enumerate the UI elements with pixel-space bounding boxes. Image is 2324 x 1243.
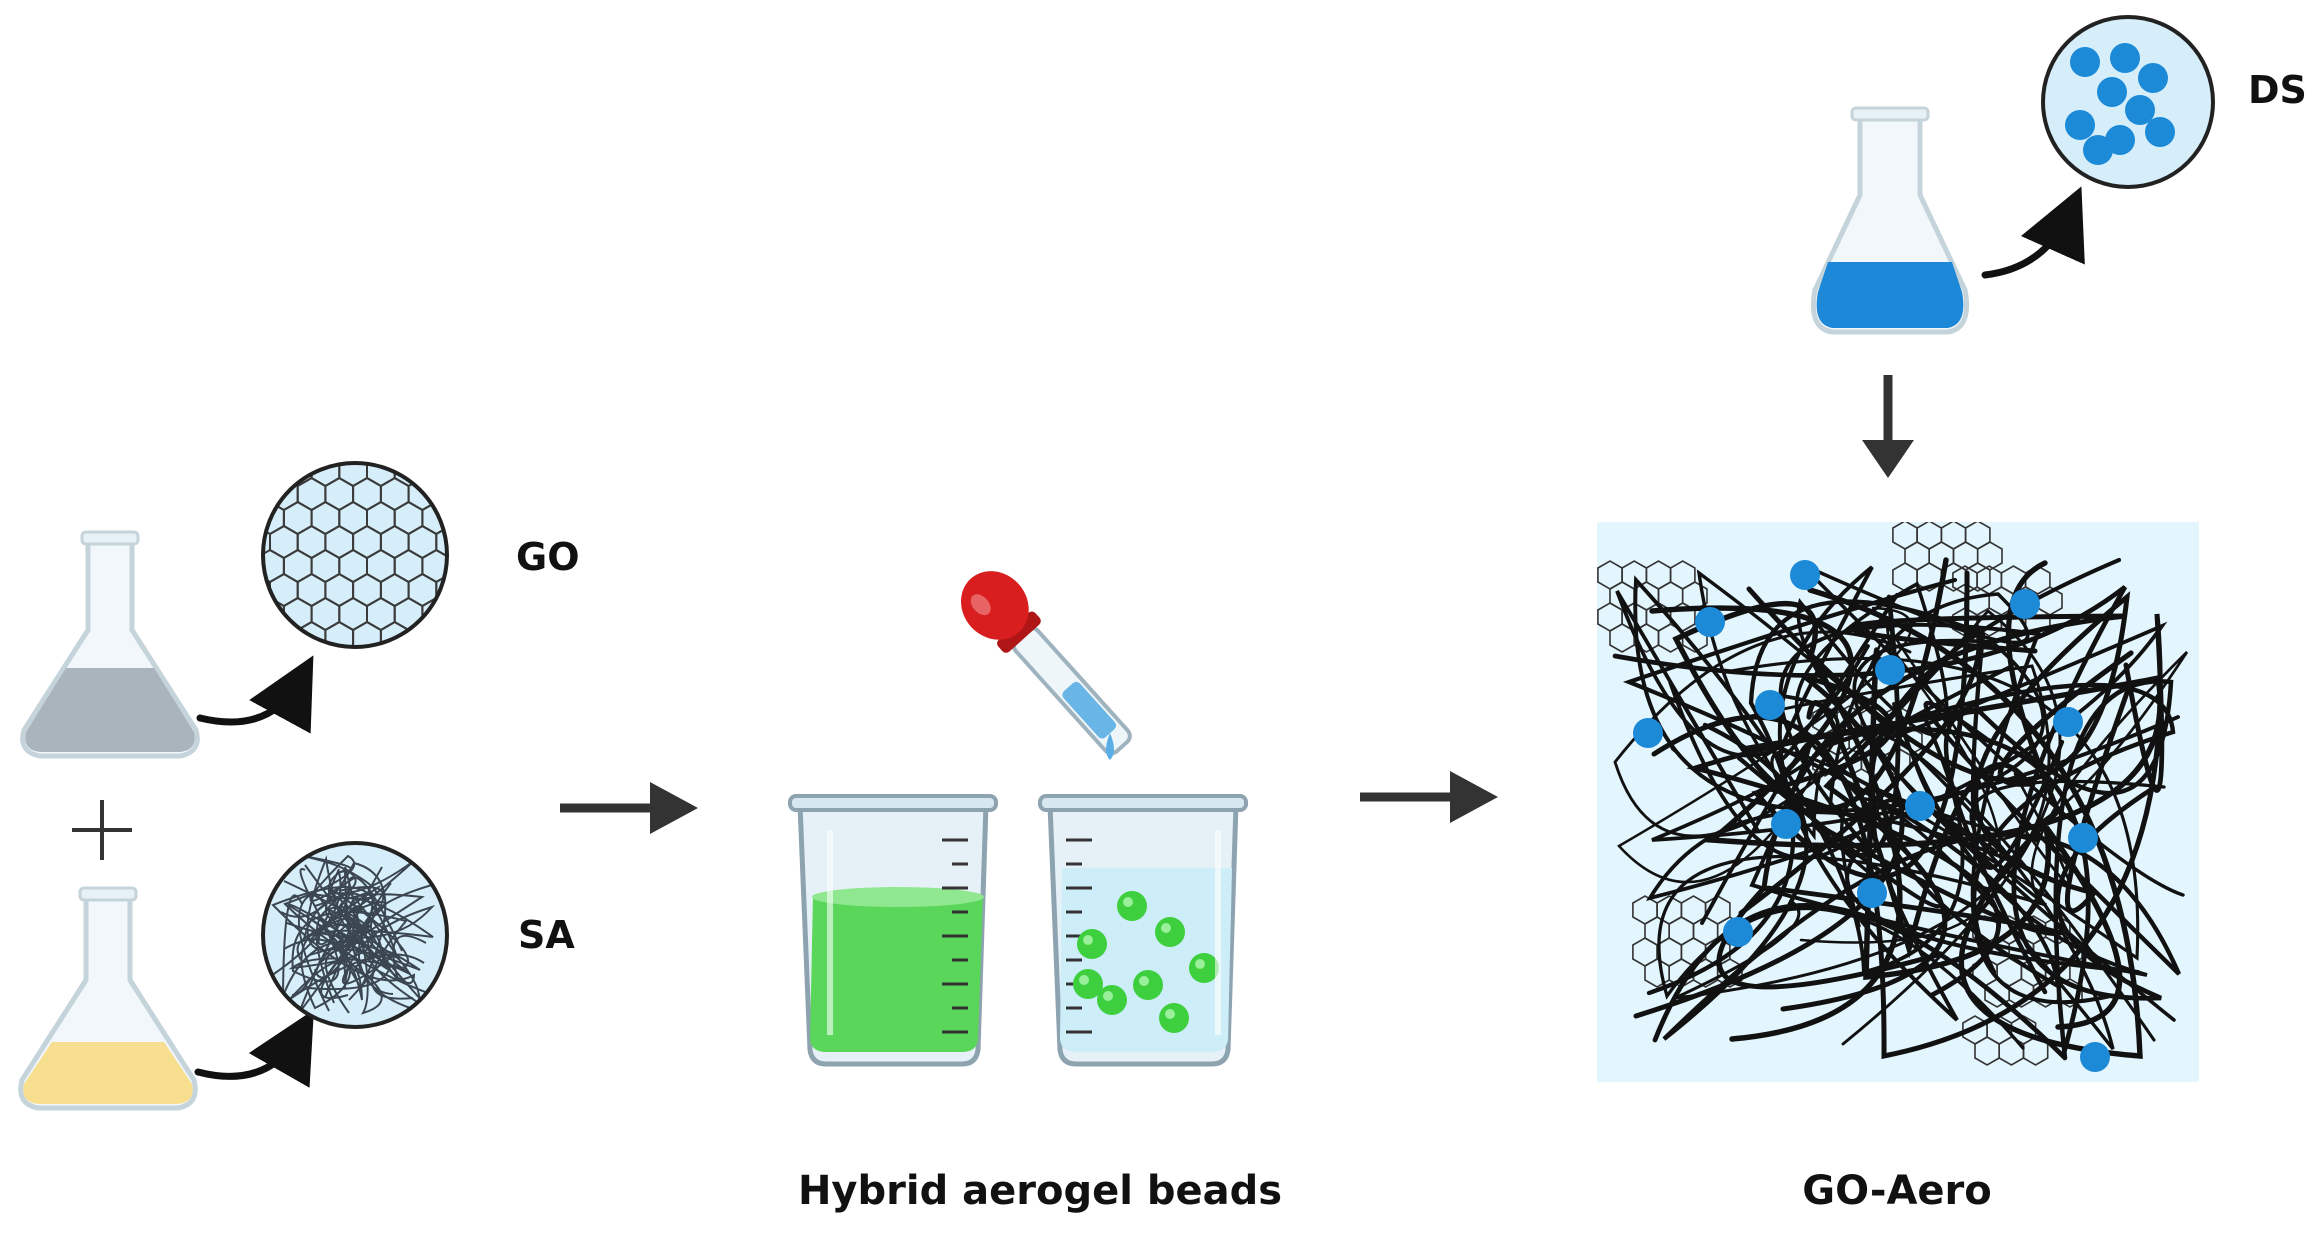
sa-label: SA [518,913,575,957]
dropper-icon [961,571,1132,760]
sa-curved-arrow-icon [194,1009,314,1088]
green-beaker-icon [788,794,998,1067]
plus-icon [72,800,132,860]
sa-liquid [23,1042,193,1104]
ds-magnifier-circle-icon [2041,15,2215,189]
sa-flask-icon [18,886,198,1111]
go-aero-network [1597,522,2199,1082]
ds-curved-arrow-icon [1981,186,2085,279]
go-label: GO [516,535,580,579]
hybrid-aerogel-beads-caption: Hybrid aerogel beads [797,1168,1283,1214]
go-aero-caption: GO-Aero [1802,1168,1992,1214]
go-curved-arrow-icon [196,655,314,734]
green-solution [810,895,983,1052]
arrow-icon [560,782,698,834]
down-arrow-icon [1862,375,1914,478]
arrow-icon [1360,771,1498,823]
ds-flask-icon [1810,106,1970,335]
beads-beaker-icon [1038,794,1248,1067]
go-liquid [25,668,195,752]
ds-liquid [1816,262,1964,328]
ds-label: DS [2248,68,2307,112]
go-magnifier-circle-icon [261,461,449,649]
sa-magnifier-circle-icon [261,841,449,1029]
go-flask-icon [20,530,200,759]
